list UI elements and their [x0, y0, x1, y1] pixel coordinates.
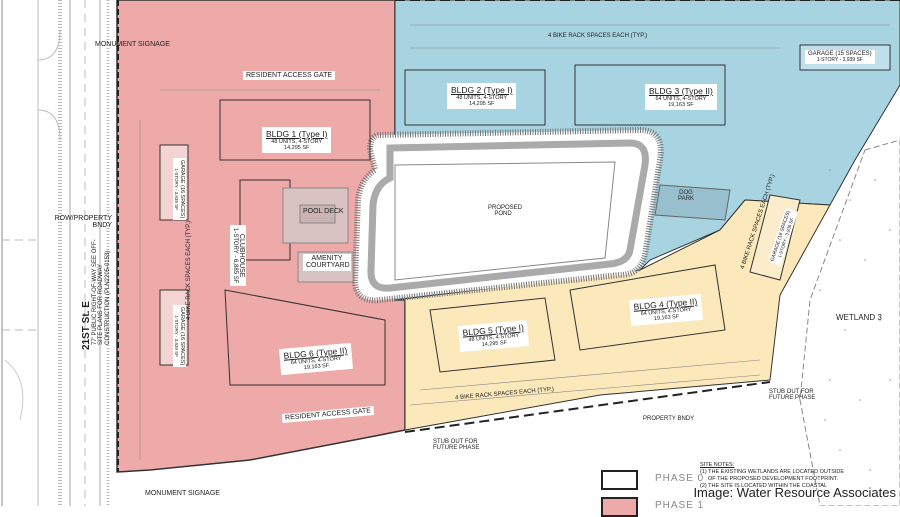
row-property-bndy-label: ROW/PROPERTY BNDY	[54, 215, 112, 230]
property-bndy-label: PROPERTY BNDY	[643, 416, 695, 422]
legend-swatch-phase-0	[601, 470, 638, 490]
garage-3-label: GARAGE (16 SPACES) 1-STORY - 3,939 SF	[173, 305, 186, 368]
building-2-label: BLDG 2 (Type I) 48 UNITS, 4-STORY 14,295…	[447, 83, 517, 109]
legend-label-phase-0: PHASE 0	[655, 473, 705, 484]
proposed-pond	[351, 126, 664, 304]
bike-rack-label-top: 4 BIKE RACK SPACES EACH (TYP.)	[548, 33, 648, 39]
site-note-2: (2) THE SITE IS LOCATED WITHIN THE COAST…	[700, 483, 828, 490]
street-note-label: 77' PUBLIC RIGHT-OF-WAY SEE OFF-SITE PLA…	[92, 239, 111, 345]
pool-deck-label: POOL DECK	[303, 208, 344, 215]
phase-3-zone	[394, 199, 831, 431]
monument-signage-label-bottom: MONUMENT SIGNAGE	[145, 490, 220, 497]
image-credit: Image: Water Resource Associates	[693, 485, 896, 500]
garage-3-title: GARAGE (16 SPACES)	[179, 307, 185, 366]
building-1-area: 14,295 SF	[284, 145, 310, 151]
building-1-name: BLDG 1 (Type I)	[266, 129, 328, 139]
building-3-area: 19,163 SF	[668, 102, 694, 108]
site-note-1-continued: OF THE PROPOSED DEVELOPMENT FOOTPRINT.	[708, 476, 838, 483]
clubhouse-title: CLUBHOUSE	[238, 233, 245, 278]
garage-2-title: GARAGE (16 SPACES)	[179, 160, 185, 219]
legend-swatch-phase-1	[601, 497, 638, 517]
amenity-courtyard-label: AMENITY COURTYARD	[303, 254, 351, 271]
site-notes-title: SITE NOTES:	[700, 462, 735, 468]
building-2-name: BLDG 2 (Type I)	[451, 85, 513, 95]
monument-signage-label-top: MONUMENT SIGNAGE	[95, 41, 170, 48]
parking-stalls	[139, 24, 890, 460]
wetland-3-label: WETLAND 3	[836, 313, 882, 322]
road-21st-st	[1, 0, 110, 506]
garage-1-label: GARAGE (15 SPACES) 1-STORY - 3,939 SF	[805, 50, 875, 64]
site-plan-drawing	[1, 0, 900, 506]
building-2-units: 48 UNITS, 4-STORY	[456, 95, 508, 101]
garage-1-detail: 1-STORY - 3,939 SF	[816, 57, 863, 63]
building-3-name: BLDG 3 (Type II)	[649, 86, 713, 96]
clubhouse-label: CLUBHOUSE 1-STORY - 6,885 SF	[230, 225, 246, 287]
wetland-3-area	[799, 139, 900, 506]
dog-park-label: DOG PARK	[678, 190, 694, 203]
building-3-units: 64 UNITS, 4-STORY	[655, 96, 707, 102]
garage-1-title: GARAGE (15 SPACES)	[808, 51, 872, 57]
resident-access-gate-label-top: RESIDENT ACCESS GATE	[243, 71, 336, 81]
proposed-pond-label: PROPOSED POND	[488, 205, 523, 218]
bike-rack-label-left: 4 BIKE RACK SPACES EACH (TYP.)	[186, 220, 192, 320]
street-name-label: 21ST St. E	[81, 301, 92, 350]
building-2-area: 14,295 SF	[469, 101, 495, 107]
building-1-label: BLDG 1 (Type I) 48 UNITS, 4-STORY 14,295…	[262, 127, 332, 153]
stub-out-label-right: STUB OUT FOR FUTURE PHASE	[769, 389, 816, 402]
garage-3-detail: 1-STORY - 3,939 SF	[174, 315, 179, 357]
site-note-1: (1) THE EXISTING WETLANDS ARE LOCATED OU…	[700, 469, 845, 476]
clubhouse-detail: 1-STORY - 6,885 SF	[231, 228, 238, 284]
dog-park-area	[654, 184, 731, 221]
building-3-label: BLDG 3 (Type II) 64 UNITS, 4-STORY 19,16…	[645, 84, 717, 110]
garage-2-detail: 1-STORY - 3,939 SF	[174, 168, 179, 210]
building-1-units: 48 UNITS, 4-STORY	[271, 139, 323, 145]
stub-out-label-left: STUB OUT FOR FUTURE PHASE	[433, 439, 480, 452]
pool-deck-area	[282, 187, 349, 244]
site-notes: SITE NOTES: (1) THE EXISTING WETLANDS AR…	[700, 462, 844, 491]
garage-2-label: GARAGE (16 SPACES) 1-STORY - 3,939 SF	[173, 158, 186, 221]
property-boundary-line	[404, 381, 771, 433]
